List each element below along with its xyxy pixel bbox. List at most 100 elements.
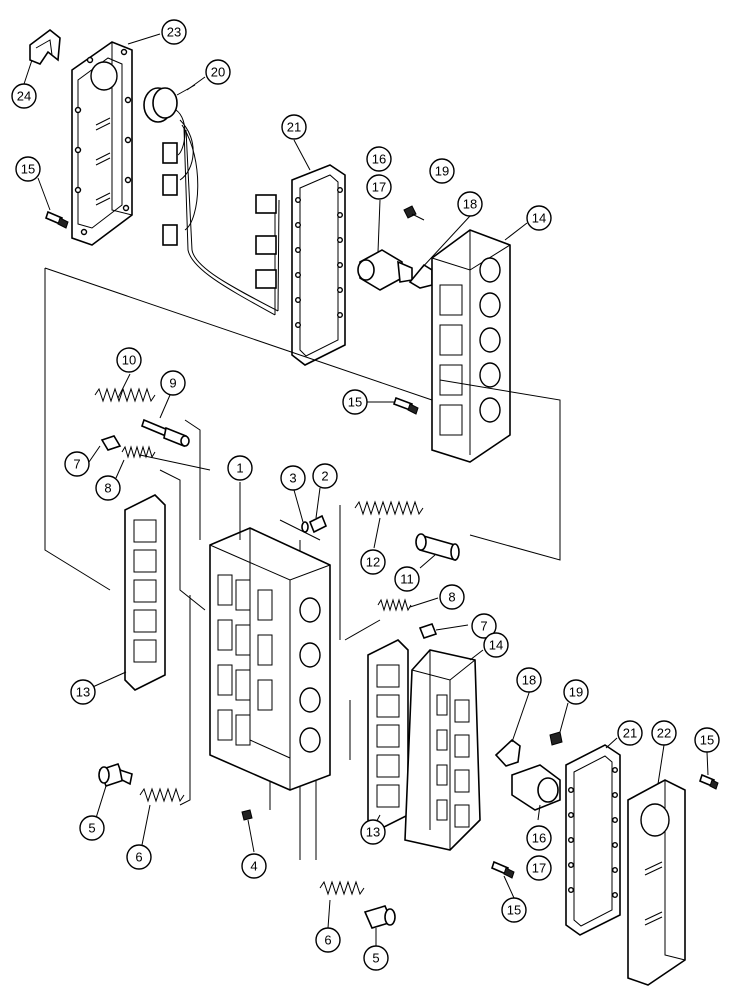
callout-7-b: 7 bbox=[471, 613, 497, 639]
svg-text:9: 9 bbox=[169, 376, 176, 391]
callout-8-b: 8 bbox=[439, 584, 465, 610]
callout-4: 4 bbox=[241, 853, 267, 879]
svg-text:2: 2 bbox=[321, 469, 328, 484]
main-valve-body-part-1 bbox=[209, 527, 331, 791]
svg-text:11: 11 bbox=[400, 572, 414, 587]
callout-13-b: 13 bbox=[360, 819, 386, 845]
callout-15-a: 15 bbox=[15, 156, 41, 182]
callout-6-a: 6 bbox=[126, 844, 152, 870]
plug-part-5-b bbox=[363, 905, 396, 929]
svg-text:5: 5 bbox=[88, 821, 95, 836]
svg-text:7: 7 bbox=[73, 457, 80, 472]
callout-11: 11 bbox=[394, 566, 420, 592]
screw-part-15-c bbox=[491, 860, 515, 879]
callout-10: 10 bbox=[116, 347, 142, 373]
svg-text:14: 14 bbox=[489, 638, 503, 653]
gasket-part-13-b bbox=[367, 639, 409, 831]
svg-text:15: 15 bbox=[507, 903, 521, 918]
svg-text:24: 24 bbox=[17, 89, 31, 104]
callout-14-b: 14 bbox=[483, 632, 509, 658]
callout-20: 20 bbox=[205, 59, 231, 85]
plug-part-5-a bbox=[98, 762, 133, 788]
valve-part-11 bbox=[415, 533, 460, 562]
svg-text:20: 20 bbox=[211, 65, 225, 80]
callout-16-a: 16 bbox=[366, 146, 392, 172]
svg-text:13: 13 bbox=[366, 825, 380, 840]
callout-5-a: 5 bbox=[79, 815, 105, 841]
callout-21-b: 21 bbox=[617, 720, 643, 746]
spring-part-12 bbox=[354, 500, 424, 516]
callout-17-b: 17 bbox=[526, 855, 552, 881]
svg-text:19: 19 bbox=[569, 685, 583, 700]
clip-part-24 bbox=[29, 28, 61, 65]
callout-18-b: 18 bbox=[516, 667, 542, 693]
gasket-part-13-a bbox=[124, 494, 166, 691]
leader-lines bbox=[23, 33, 709, 946]
svg-text:15: 15 bbox=[700, 733, 714, 748]
svg-text:8: 8 bbox=[448, 590, 455, 605]
svg-text:12: 12 bbox=[366, 555, 380, 570]
spring-part-8-a bbox=[121, 445, 156, 459]
svg-text:22: 22 bbox=[657, 726, 671, 741]
svg-text:17: 17 bbox=[372, 180, 386, 195]
callout-6-b: 6 bbox=[315, 927, 341, 953]
svg-text:16: 16 bbox=[372, 152, 386, 167]
callout-5-b: 5 bbox=[363, 945, 389, 971]
callout-19-a: 19 bbox=[429, 158, 455, 184]
cover-part-23 bbox=[71, 41, 133, 246]
callout-13-a: 13 bbox=[70, 679, 96, 705]
valve-body-part-14-b bbox=[404, 649, 481, 851]
valve-part-9 bbox=[141, 418, 190, 448]
svg-text:21: 21 bbox=[287, 120, 301, 135]
plug-part-7-a bbox=[100, 435, 122, 451]
svg-text:17: 17 bbox=[532, 861, 546, 876]
svg-text:4: 4 bbox=[250, 859, 257, 874]
svg-text:21: 21 bbox=[623, 726, 637, 741]
callout-15-d: 15 bbox=[694, 727, 720, 753]
svg-text:18: 18 bbox=[463, 197, 477, 212]
plug-part-7-b bbox=[418, 623, 438, 639]
plug-part-2 bbox=[308, 514, 328, 534]
spring-part-10 bbox=[94, 387, 156, 403]
callout-23: 23 bbox=[161, 19, 187, 45]
svg-text:19: 19 bbox=[435, 164, 449, 179]
clip-part-18-b bbox=[494, 738, 521, 767]
callout-16-b: 16 bbox=[526, 825, 552, 851]
wiring-harness-part-20 bbox=[143, 84, 280, 316]
spring-part-6-b bbox=[319, 880, 365, 896]
callout-9: 9 bbox=[160, 370, 186, 396]
callout-8-a: 8 bbox=[95, 475, 121, 501]
callout-19-b: 19 bbox=[563, 679, 589, 705]
callout-12: 12 bbox=[360, 549, 386, 575]
svg-text:18: 18 bbox=[522, 673, 536, 688]
svg-text:8: 8 bbox=[104, 481, 111, 496]
svg-text:15: 15 bbox=[21, 162, 35, 177]
solenoid-part-16-17-a bbox=[357, 249, 413, 291]
callout-14-a: 14 bbox=[526, 205, 552, 231]
callout-21-a: 21 bbox=[281, 114, 307, 140]
svg-text:23: 23 bbox=[167, 25, 181, 40]
svg-text:15: 15 bbox=[348, 395, 362, 410]
callout-1: 1 bbox=[227, 455, 253, 481]
svg-text:6: 6 bbox=[135, 850, 142, 865]
screw-part-19-a bbox=[403, 205, 425, 221]
callout-3: 3 bbox=[280, 465, 306, 491]
callout-18-a: 18 bbox=[457, 191, 483, 217]
callout-24: 24 bbox=[11, 83, 37, 109]
valve-body-part-14-a bbox=[431, 229, 511, 463]
gasket-part-21-a bbox=[291, 164, 346, 366]
spring-part-8-b bbox=[377, 598, 412, 612]
svg-text:16: 16 bbox=[532, 831, 546, 846]
svg-text:7: 7 bbox=[480, 619, 487, 634]
screw-part-15-d bbox=[699, 773, 719, 790]
callout-15-b: 15 bbox=[342, 389, 368, 415]
svg-text:13: 13 bbox=[76, 685, 90, 700]
spring-part-6-a bbox=[139, 787, 185, 803]
screw-part-15-b bbox=[392, 396, 419, 415]
callout-22: 22 bbox=[651, 720, 677, 746]
svg-text:3: 3 bbox=[289, 471, 296, 486]
callout-2: 2 bbox=[312, 463, 338, 489]
o-ring-part-3 bbox=[301, 521, 309, 533]
